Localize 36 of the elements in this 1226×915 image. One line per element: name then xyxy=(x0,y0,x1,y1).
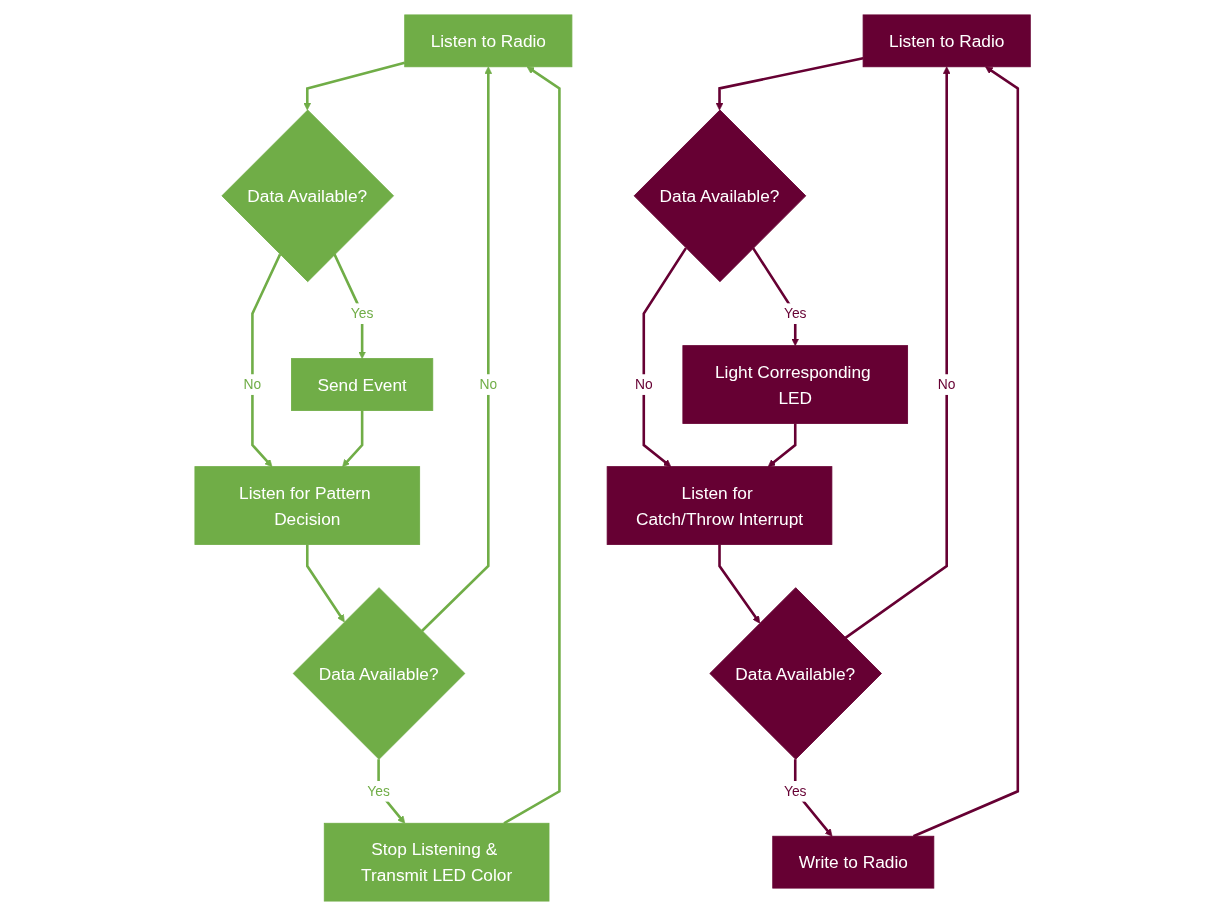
arrow xyxy=(251,253,282,467)
arrow xyxy=(716,56,864,110)
node-box: Listen for Pattern Decision xyxy=(194,465,421,545)
arrow xyxy=(303,61,406,110)
arrow xyxy=(913,65,1020,837)
arrow xyxy=(845,65,951,639)
node-box: Listen for Catch/Throw Interrupt xyxy=(607,465,833,545)
node-box: Send Event xyxy=(291,357,434,411)
arrow xyxy=(503,65,562,824)
arrow xyxy=(333,253,367,359)
edge-label: No xyxy=(938,376,956,391)
node-box: Listen to Radio xyxy=(404,14,573,67)
edge-label: Yes xyxy=(784,305,807,321)
node-diamond: Data Available? xyxy=(634,109,807,282)
arrow xyxy=(377,758,406,824)
node-box: Write to Radio xyxy=(772,835,935,889)
arrow xyxy=(642,246,688,467)
edge-label: Yes xyxy=(784,783,807,798)
arrow xyxy=(342,409,364,467)
arrow xyxy=(421,65,493,632)
arrow xyxy=(794,758,833,837)
arrow xyxy=(752,246,800,346)
arrow xyxy=(718,543,761,623)
edge-label: No xyxy=(243,376,262,391)
edge-label: Yes xyxy=(367,783,391,798)
edge-label: No xyxy=(479,376,498,391)
node-box: Light Corresponding LED xyxy=(682,344,909,424)
edge-label: Yes xyxy=(351,305,374,321)
node-box: Stop Listening & Transmit LED Color xyxy=(324,822,550,901)
node-diamond: Data Available? xyxy=(221,109,395,282)
arrow xyxy=(306,543,346,622)
node-diamond: Data Available? xyxy=(709,586,883,760)
node-box: Listen to Radio xyxy=(863,14,1032,67)
edge-label: No xyxy=(635,376,654,391)
arrow xyxy=(768,422,797,467)
node-diamond: Data Available? xyxy=(293,586,466,760)
